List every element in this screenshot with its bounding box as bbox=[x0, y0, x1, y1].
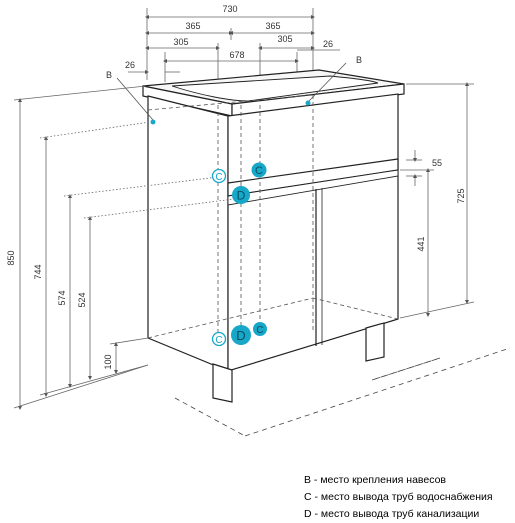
legend-b: B - место крепления навесов bbox=[304, 474, 447, 486]
right-dimensions bbox=[399, 82, 475, 319]
b-point-right bbox=[305, 100, 311, 106]
dim-725: 725 bbox=[456, 188, 466, 203]
dim-441: 441 bbox=[416, 236, 426, 251]
d-marker-lower: D bbox=[231, 325, 251, 345]
dim-55: 55 bbox=[432, 158, 442, 168]
c-d-markers: C C D C D C bbox=[211, 162, 267, 347]
leg-front-right bbox=[365, 322, 385, 362]
dim-730: 730 bbox=[222, 4, 237, 14]
c-marker-upper-left: C bbox=[211, 168, 227, 184]
dim-678: 678 bbox=[229, 50, 244, 60]
c-marker-lower-left: C bbox=[211, 331, 227, 347]
hidden-lines bbox=[147, 94, 399, 340]
left-side-panel bbox=[147, 95, 229, 372]
leg-front-left bbox=[212, 363, 233, 403]
svg-text:C: C bbox=[215, 172, 222, 183]
basin-recess bbox=[171, 75, 379, 102]
svg-text:C: C bbox=[215, 335, 222, 346]
countertop-side bbox=[231, 83, 405, 117]
top-dimensions bbox=[128, 8, 340, 105]
dim-305-right: 305 bbox=[277, 34, 292, 44]
dim-850: 850 bbox=[6, 250, 16, 265]
legend-c: C - место вывода труб водоснабжения bbox=[304, 491, 493, 503]
svg-text:D: D bbox=[236, 328, 245, 343]
c-marker-lower-right: C bbox=[253, 322, 267, 336]
c-marker-upper-right: C bbox=[251, 162, 267, 178]
right-dimension-labels: 725 441 55 bbox=[416, 158, 466, 252]
dim-574: 574 bbox=[57, 290, 67, 305]
b-label-left: B bbox=[106, 70, 112, 80]
svg-text:C: C bbox=[256, 325, 263, 336]
floor-outline bbox=[174, 347, 511, 437]
svg-text:C: C bbox=[255, 165, 263, 177]
svg-text:D: D bbox=[237, 189, 246, 203]
b-markers: B B bbox=[106, 55, 362, 125]
dim-305-left: 305 bbox=[173, 37, 188, 47]
left-dimension-labels: 850 744 574 524 100 bbox=[6, 250, 113, 369]
d-marker-upper: D bbox=[232, 186, 250, 204]
left-dimensions bbox=[13, 85, 235, 410]
dim-26-right: 26 bbox=[323, 39, 333, 49]
dim-100: 100 bbox=[103, 354, 113, 369]
dim-744: 744 bbox=[33, 264, 43, 279]
dim-524: 524 bbox=[77, 292, 87, 307]
dim-26-left: 26 bbox=[125, 60, 135, 70]
b-point-left bbox=[150, 119, 156, 125]
dim-365-left: 365 bbox=[185, 21, 200, 31]
top-dimension-labels: 730 365 365 305 305 678 26 26 bbox=[125, 4, 333, 70]
b-label-right: B bbox=[356, 55, 362, 65]
dim-365-right: 365 bbox=[265, 21, 280, 31]
legend: B - место крепления навесов C - место вы… bbox=[304, 472, 493, 523]
cabinet bbox=[142, 69, 405, 403]
